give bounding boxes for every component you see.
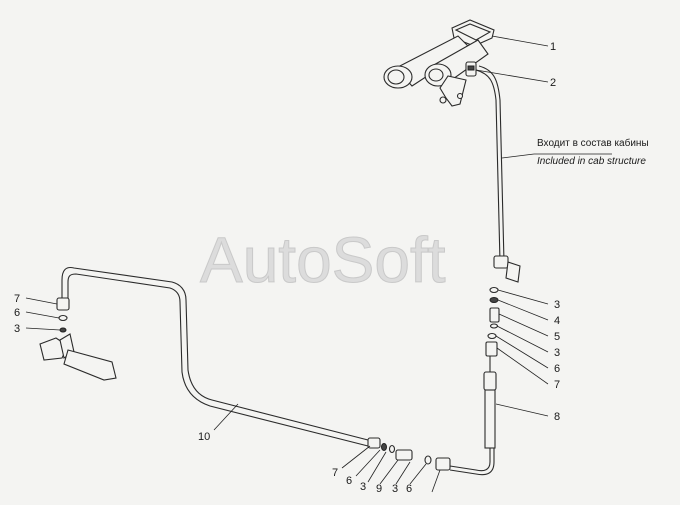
callout-3-left: 3 [14, 323, 20, 335]
callout-3-bottom-a: 3 [360, 481, 366, 493]
callout-7-bottom: 7 [332, 467, 338, 479]
callout-6-right: 6 [554, 363, 560, 375]
callout-6-bottom-b: 6 [406, 483, 412, 495]
callout-6-left: 6 [14, 307, 20, 319]
callout-2: 2 [550, 77, 556, 89]
callout-10: 10 [198, 431, 210, 443]
note-russian: Входит в состав кабины [537, 137, 649, 149]
callout-7-right: 7 [554, 379, 560, 391]
bottom-fittings-stack [367, 437, 451, 471]
vertical-hose [449, 356, 497, 476]
callout-3-bottom-b: 3 [392, 483, 398, 495]
left-fittings [39, 297, 117, 381]
callout-5: 5 [554, 331, 560, 343]
cab-air-tube [475, 65, 521, 283]
callout-1: 1 [550, 41, 556, 53]
callout-3-upper: 3 [554, 299, 560, 311]
watermark-text: AutoSoft [200, 224, 446, 296]
note-english: Included in cab structure [537, 156, 646, 167]
callout-3-lower: 3 [554, 347, 560, 359]
callout-4: 4 [554, 315, 560, 327]
right-fittings-stack [485, 286, 500, 357]
leader-lines [25, 35, 612, 493]
horn-valve [465, 61, 477, 77]
callout-7-left: 7 [14, 293, 20, 305]
callout-9: 9 [376, 483, 382, 495]
horn-assembly [383, 19, 495, 107]
callout-6-bottom-a: 6 [346, 475, 352, 487]
callout-8: 8 [554, 411, 560, 423]
long-bent-tube [61, 266, 369, 447]
